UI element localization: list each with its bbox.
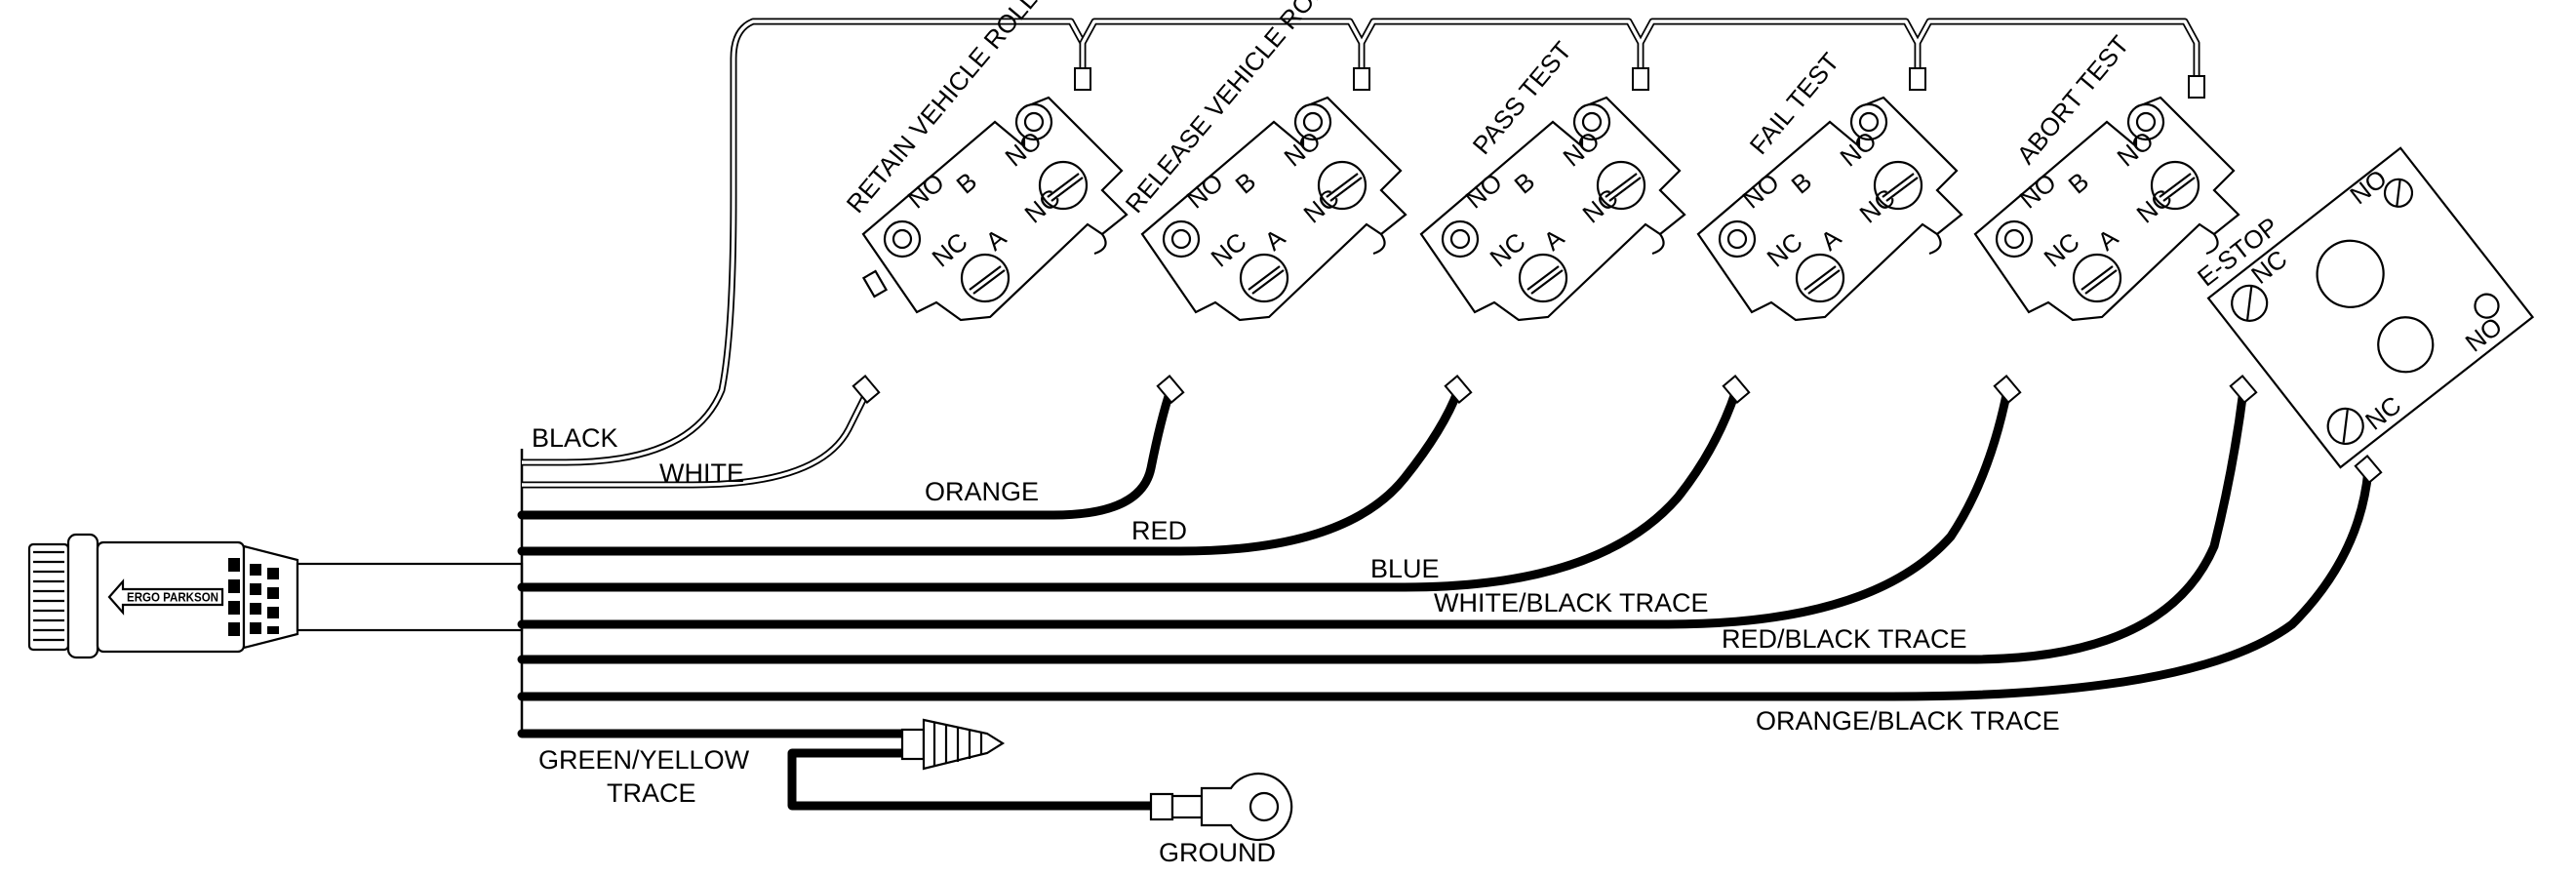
orange-wire — [517, 385, 1175, 520]
white-wire — [522, 388, 872, 489]
black-wire — [522, 18, 1087, 466]
jumper-wire — [1079, 18, 2200, 86]
wire-nut — [900, 718, 1006, 771]
m12-connector: ERGO PARKSON — [27, 533, 524, 659]
wire-label-black: BLACK — [532, 423, 618, 453]
wire-label-white: WHITE — [659, 458, 744, 488]
red-black-wire — [517, 385, 2248, 664]
wire-label-trace: TRACE — [607, 778, 696, 808]
blue-wire — [517, 385, 1741, 592]
white-black-wire — [517, 385, 2012, 629]
crimp-terminals — [852, 67, 2383, 484]
wire-label-blue: BLUE — [1370, 554, 1440, 583]
connector-brand-label: ERGO PARKSON — [127, 590, 218, 605]
wire-label-orange-black: ORANGE/BLACK TRACE — [1756, 706, 2060, 736]
wire-label-red-black: RED/BLACK TRACE — [1722, 624, 1967, 654]
wire-label-ground: GROUND — [1159, 838, 1276, 867]
wire-label-red: RED — [1131, 516, 1187, 545]
ground-ring-terminal — [1149, 772, 1293, 842]
orange-black-wire — [517, 465, 2373, 701]
green-yellow-wire — [517, 729, 1156, 811]
wire-label-white-black: WHITE/BLACK TRACE — [1434, 588, 1709, 617]
wire-label-green-yellow: GREEN/YELLOW — [538, 745, 750, 775]
red-wire — [517, 385, 1463, 556]
wire-label-orange: ORANGE — [925, 477, 1039, 506]
